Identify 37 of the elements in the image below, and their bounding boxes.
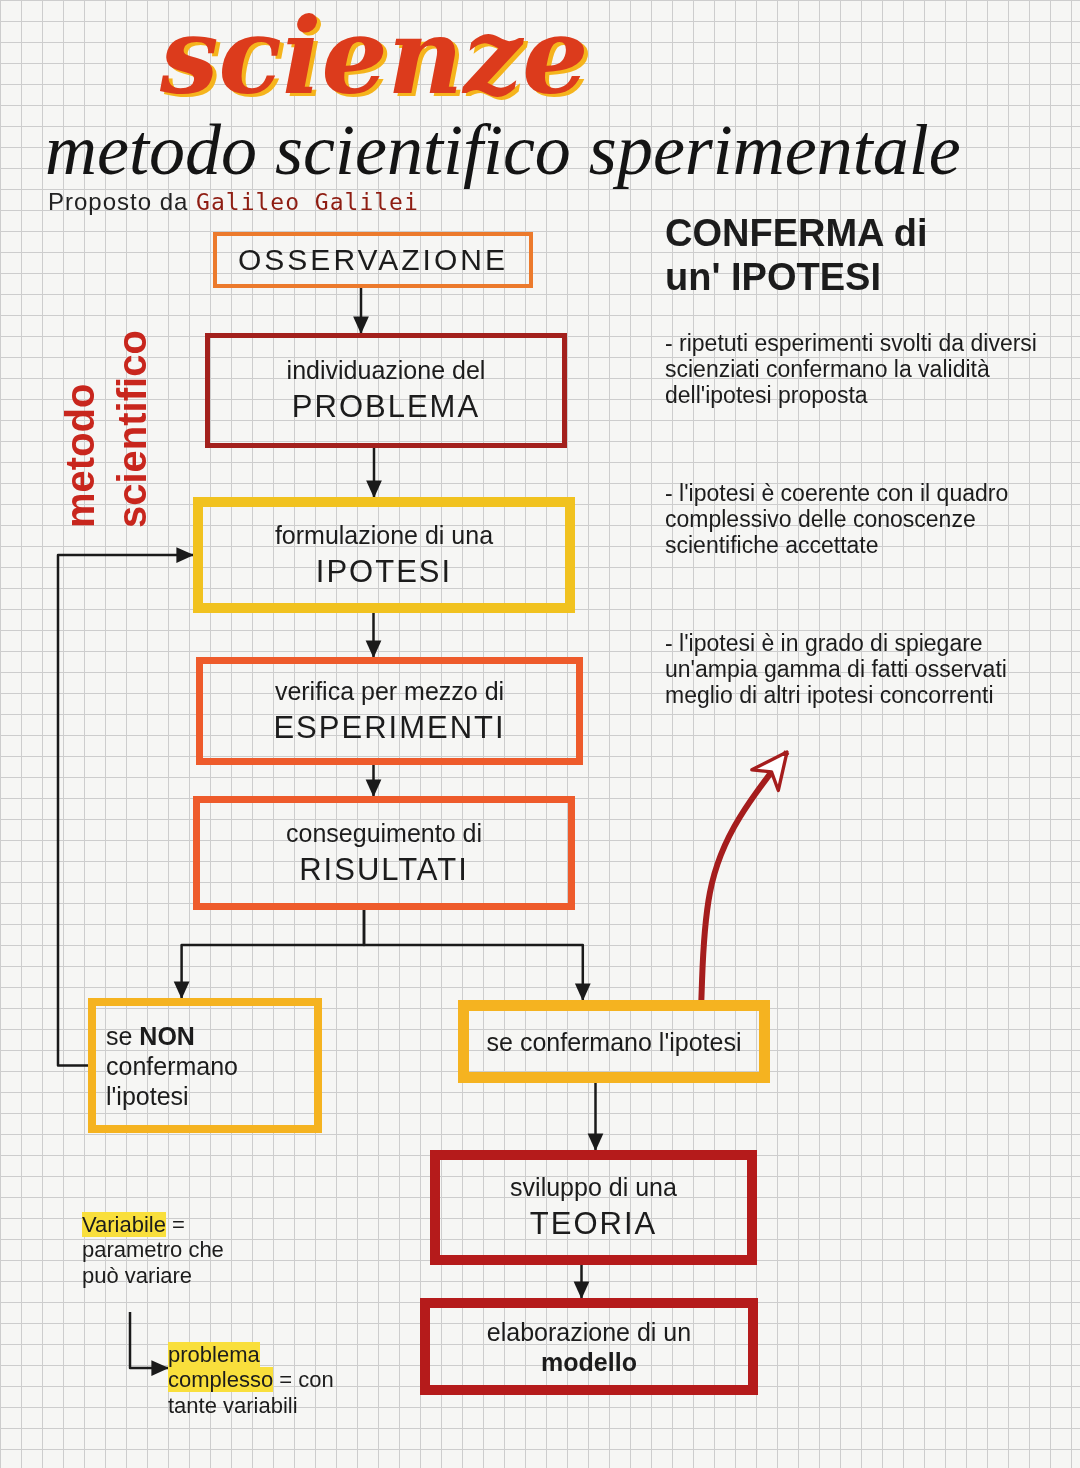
side-heading: metodo scientifico [57,329,155,528]
arrow [128,1312,169,1376]
arrow [587,1083,604,1151]
arrow [56,547,194,1067]
arrow [573,1265,590,1299]
bullet-note: - l'ipotesi è coerente con il quadro complessivo delle conoscenze scientifiche accettate [665,480,1010,558]
step-text: se NON confermano l'ipotesi [106,1020,240,1111]
step-text: elaborazione di un modello [485,1316,693,1377]
process-box [196,657,583,765]
process-box [88,998,322,1133]
arrow [366,448,382,498]
step-text: formulazione di una IPOTESI [274,519,494,591]
bullet-note: - l'ipotesi è in grado di spiegare un'ampia gamma di fatti osservati meglio di altri ipotesi concorrenti [665,630,1008,708]
step-text: individuazione del PROBLEMA [286,355,486,426]
bullet-note: - ripetuti esperimenti svolti da diversi scienziati confermano la validità dell'ipotesi proposta [665,330,1038,408]
process-box [458,1000,770,1083]
process-box [193,796,575,910]
heading: CONFERMA di un' IPOTESI [665,212,929,300]
title: scienze [160,2,589,112]
arrow [365,765,382,797]
arrow [365,613,382,658]
step-text: verifica per mezzo di ESPERIMENTI [273,675,506,747]
step-text: se confermano l'ipotesi [486,1026,742,1057]
step-text: conseguimento di RISULTATI [286,817,482,889]
step-text: sviluppo di una TEORIA [510,1172,677,1243]
author-line: Proposto da Galileo Galilei [48,188,419,217]
process-box [430,1150,757,1265]
note-text: problema complesso = con tante variabili [168,1342,335,1418]
curved-arrow [698,750,790,1001]
arrow [353,288,369,334]
process-box [420,1298,758,1395]
process-box [205,333,567,448]
step-text: OSSERVAZIONE [238,242,508,278]
process-box [213,232,533,288]
arrow [362,910,591,1001]
process-box [193,497,575,613]
note-text: Variabile = parametro che può variare [82,1212,225,1288]
